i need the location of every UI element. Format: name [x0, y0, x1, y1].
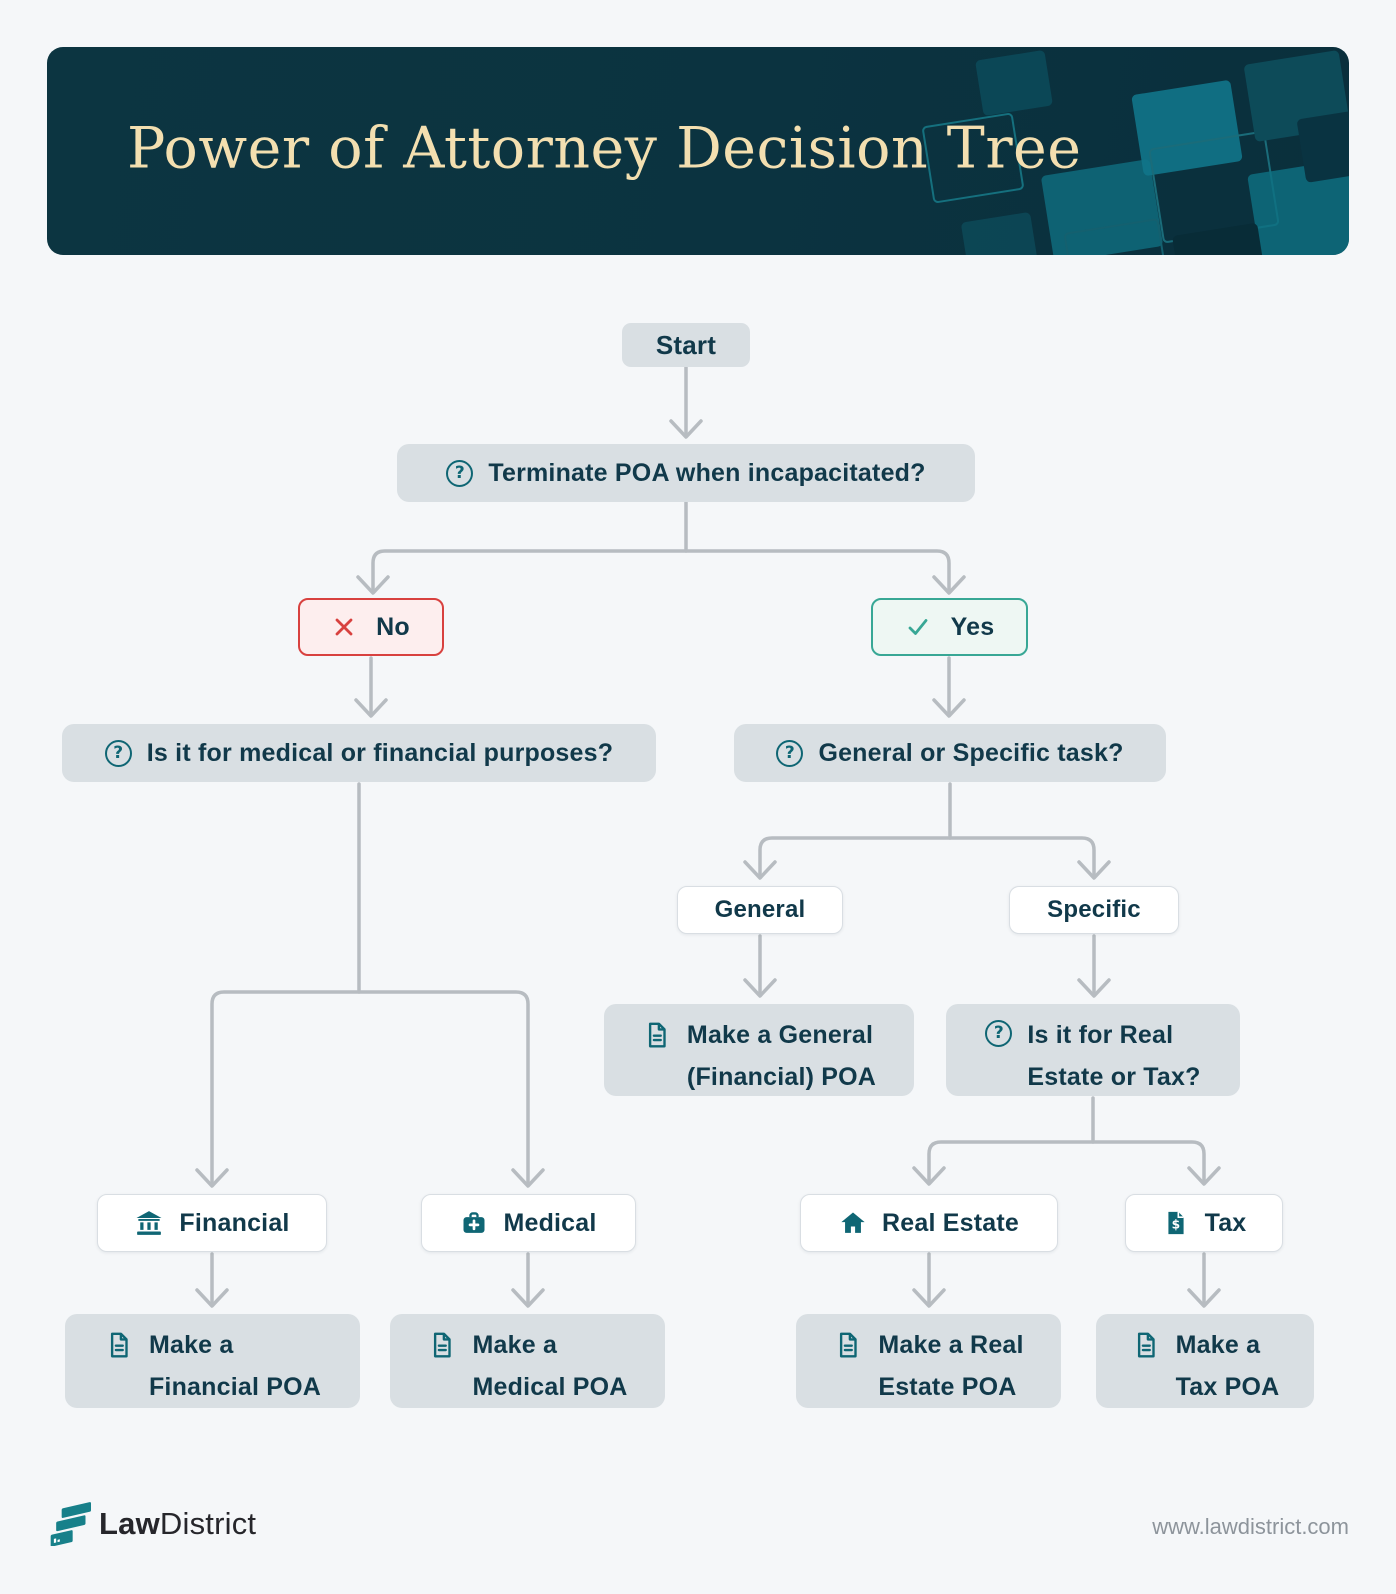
real-estate-label: Real Estate	[882, 1208, 1019, 1237]
question-icon: ?	[985, 1020, 1013, 1047]
footer: LawDistrict www.lawdistrict.com	[47, 1496, 1349, 1560]
document-icon	[427, 1330, 457, 1360]
financial-label: Financial	[179, 1208, 290, 1237]
make-financial-label: Make a Financial POA	[148, 1331, 322, 1401]
start-label: Start	[655, 329, 717, 360]
check-icon	[905, 614, 931, 640]
header: Power of Attorney Decision Tree	[47, 47, 1349, 255]
node-real-estate-or-tax-question: ? Is it for Real Estate or Tax?	[946, 1004, 1240, 1096]
node-make-medical-poa: Make a Medical POA	[390, 1314, 665, 1408]
real-estate-or-tax-question-label: Is it for Real Estate or Tax?	[1027, 1021, 1201, 1091]
specific-label: Specific	[1047, 896, 1141, 923]
make-general-label: Make a General (Financial) POA	[686, 1021, 877, 1091]
house-icon	[839, 1209, 867, 1237]
document-icon	[642, 1020, 672, 1050]
node-specific: Specific	[1009, 886, 1179, 934]
medical-bag-icon	[460, 1209, 488, 1237]
make-real-estate-label: Make a Real Estate POA	[878, 1331, 1024, 1401]
page-title: Power of Attorney Decision Tree	[127, 115, 1082, 182]
purpose-question-label: Is it for medical or financial purposes?	[146, 738, 614, 767]
node-tax: $ Tax	[1125, 1194, 1283, 1252]
node-terminate-question: ? Terminate POA when incapacitated?	[397, 444, 975, 502]
x-icon	[332, 615, 356, 639]
node-no: No	[298, 598, 444, 656]
node-yes: Yes	[871, 598, 1028, 656]
medical-label: Medical	[503, 1208, 597, 1237]
node-real-estate: Real Estate	[800, 1194, 1058, 1252]
node-make-general-poa: Make a General (Financial) POA	[604, 1004, 914, 1096]
task-question-label: General or Specific task?	[818, 738, 1124, 767]
terminate-question-label: Terminate POA when incapacitated?	[488, 458, 926, 487]
lawdistrict-logo: LawDistrict	[47, 1502, 256, 1546]
document-icon	[1131, 1330, 1161, 1360]
node-general: General	[677, 886, 843, 934]
question-icon: ?	[104, 739, 132, 767]
node-make-real-estate-poa: Make a Real Estate POA	[796, 1314, 1061, 1408]
make-tax-label: Make a Tax POA	[1175, 1331, 1280, 1401]
no-label: No	[376, 612, 410, 641]
make-medical-label: Make a Medical POA	[472, 1331, 628, 1401]
yes-label: Yes	[950, 612, 995, 641]
logo-text: LawDistrict	[99, 1506, 257, 1541]
svg-text:$: $	[1171, 1217, 1180, 1231]
document-icon	[833, 1330, 863, 1360]
question-icon: ?	[446, 459, 474, 487]
node-make-financial-poa: Make a Financial POA	[65, 1314, 360, 1408]
tax-document-icon: $	[1162, 1209, 1190, 1237]
node-make-tax-poa: Make a Tax POA	[1096, 1314, 1314, 1408]
website-url: www.lawdistrict.com	[1152, 1514, 1349, 1539]
general-label: General	[714, 896, 806, 923]
node-financial: Financial	[97, 1194, 327, 1252]
bank-icon	[134, 1208, 164, 1238]
node-medical: Medical	[421, 1194, 636, 1252]
node-purpose-question: ? Is it for medical or financial purpose…	[62, 724, 656, 782]
tax-label: Tax	[1204, 1208, 1247, 1237]
logo-icon	[47, 1502, 91, 1546]
node-start: Start	[622, 323, 750, 367]
node-task-question: ? General or Specific task?	[734, 724, 1166, 782]
document-icon	[104, 1330, 134, 1360]
question-icon: ?	[776, 739, 804, 767]
